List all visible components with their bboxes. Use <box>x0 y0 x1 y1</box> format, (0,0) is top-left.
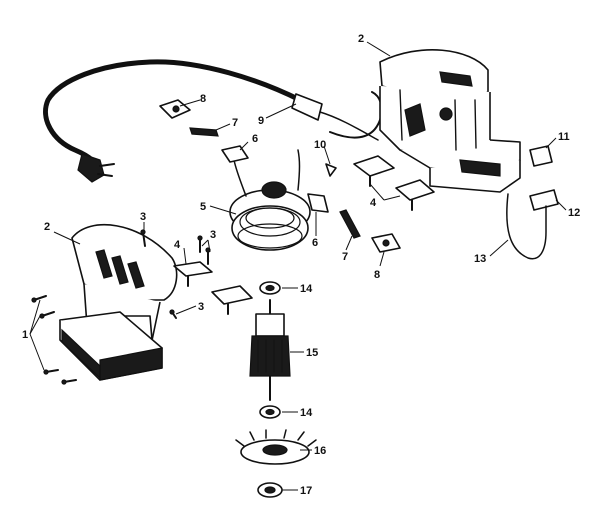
screws <box>31 229 211 385</box>
screw <box>31 295 47 303</box>
callout-6-right: 6 <box>312 237 318 249</box>
lead-wire-13 <box>506 193 547 260</box>
brush-left-7 <box>189 127 219 137</box>
callout-3-mid: 3 <box>210 229 216 241</box>
callout-16: 16 <box>314 445 326 457</box>
callout-13: 13 <box>474 253 486 265</box>
armature-15 <box>249 299 291 401</box>
callout-3-low: 3 <box>198 301 204 313</box>
callout-1: 1 <box>22 329 28 341</box>
switch-11 <box>529 145 553 167</box>
field-coil <box>229 149 311 251</box>
leader-lines <box>29 41 567 491</box>
callout-10: 10 <box>314 139 326 151</box>
screw <box>39 311 55 319</box>
callout-3-top: 3 <box>140 211 146 223</box>
callout-2-front: 2 <box>44 221 50 233</box>
callout-17: 17 <box>300 485 312 497</box>
screw <box>43 369 59 375</box>
callout-15: 15 <box>306 347 318 359</box>
power-cord <box>43 59 383 183</box>
bearing-upper-14 <box>259 281 281 295</box>
callout-7-top: 7 <box>232 117 238 129</box>
callout-14-lower: 14 <box>300 407 313 419</box>
callout-labels: 1 2 2 3 3 3 4 4 5 6 6 7 7 8 8 9 10 11 12… <box>22 33 580 497</box>
brush-right-7 <box>339 209 361 239</box>
screw <box>169 309 177 319</box>
brush-holder-left-6 <box>221 145 249 163</box>
callout-9: 9 <box>258 115 264 127</box>
callout-14-upper: 14 <box>300 283 313 295</box>
callout-4-left: 4 <box>174 239 181 251</box>
callout-8-top: 8 <box>200 93 206 105</box>
sanding-base <box>59 311 163 381</box>
screw <box>197 235 203 253</box>
callout-12: 12 <box>568 207 580 219</box>
spring-clip-8 <box>371 233 401 253</box>
rear-housing <box>379 49 521 193</box>
strain-relief <box>291 93 379 141</box>
screw <box>61 379 77 385</box>
callout-11: 11 <box>558 131 570 143</box>
callout-7-right: 7 <box>342 251 348 263</box>
callout-8-right: 8 <box>374 269 380 281</box>
terminal-10 <box>325 163 337 177</box>
callout-5: 5 <box>200 201 206 213</box>
callout-6-top: 6 <box>252 133 258 145</box>
counterweight-17 <box>257 482 283 498</box>
bearing-lower-14 <box>259 405 281 419</box>
screw <box>140 229 146 247</box>
brush-holder-right-6 <box>307 193 329 213</box>
pads <box>173 155 435 315</box>
fan-16 <box>235 429 317 465</box>
cord-plug <box>77 153 115 183</box>
switch-body-12 <box>529 189 559 211</box>
callout-4-right: 4 <box>370 197 377 209</box>
switch-lever <box>159 99 191 119</box>
callout-2-rear: 2 <box>358 33 364 45</box>
